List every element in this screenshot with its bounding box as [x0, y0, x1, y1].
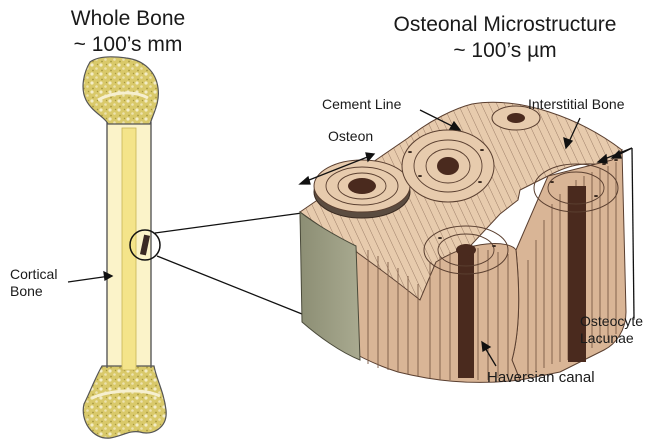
osteocyte-label-line1: Osteocyte: [580, 313, 643, 330]
cortical-label-line2: Bone: [10, 283, 57, 300]
osteocyte-lacunae-label: Osteocyte Lacunae: [580, 313, 643, 347]
osteon-rings-center: [402, 130, 494, 202]
haversian-canal-front: [458, 250, 474, 378]
zoom-line-bottom: [157, 256, 302, 314]
femur-drawing: [83, 57, 166, 438]
cortical-bone-label: Cortical Bone: [10, 266, 57, 300]
interstitial-bone-label: Interstitial Bone: [528, 96, 625, 113]
osteon-rings-left: [314, 160, 410, 218]
osteon-label: Osteon: [328, 128, 373, 145]
distal-epiphysis: [83, 366, 166, 438]
osteocyte-label-line2: Lacunae: [580, 330, 643, 347]
haversian-canal-label: Haversian canal: [487, 369, 595, 386]
cement-line-label: Cement Line: [322, 96, 401, 113]
cortical-label-line1: Cortical: [10, 266, 57, 283]
proximal-epiphysis: [83, 57, 158, 124]
marrow-canal: [122, 128, 136, 370]
zoom-line-top: [155, 213, 302, 233]
